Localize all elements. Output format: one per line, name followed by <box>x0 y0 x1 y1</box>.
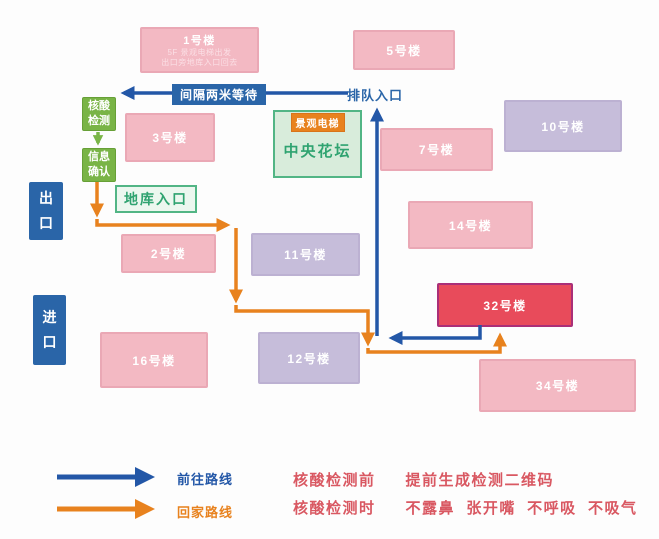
building-32-home: 32号楼 <box>437 283 573 327</box>
tip-during-test-action: 不露鼻 张开嘴 不呼吸 不吸气 <box>405 500 638 517</box>
going-route-segment-from-b32 <box>388 325 482 345</box>
building-5-label: 5号楼 <box>386 43 422 58</box>
entrance-gate: 进口 <box>33 295 66 365</box>
building-7: 7号楼 <box>380 128 493 171</box>
building-14: 14号楼 <box>408 201 533 249</box>
scenic-elevator-marker: 景观电梯 <box>290 113 345 132</box>
building-10: 10号楼 <box>504 100 622 152</box>
building-1-label: 1号楼 <box>183 34 216 47</box>
exit-gate: 出口 <box>29 182 63 240</box>
building-5: 5号楼 <box>353 30 455 70</box>
central-garden-label: 中央花坛 <box>283 142 352 160</box>
central-garden-area: 景观电梯 中央花坛 <box>273 110 362 178</box>
building-1-note-depart: 5F 景观电梯出发 <box>167 47 232 57</box>
building-2-label: 2号楼 <box>150 247 187 261</box>
building-11: 11号楼 <box>251 233 360 276</box>
entrance-gate-label: 进口 <box>42 308 57 350</box>
building-1: 1号楼 5F 景观电梯出发 出口旁地库入口回去 <box>140 27 259 73</box>
building-3: 3号楼 <box>125 113 215 162</box>
building-3-label: 3号楼 <box>152 131 188 145</box>
building-10-label: 10号楼 <box>541 119 585 134</box>
exit-gate-label: 出口 <box>39 189 53 231</box>
tip-during-test: 核酸检测时 不露鼻 张开嘴 不呼吸 不吸气 <box>293 497 638 518</box>
garage-entrance-label: 地库入口 <box>124 191 188 207</box>
tip-before-test-action: 提前生成检测二维码 <box>405 472 555 489</box>
building-16-label: 16号楼 <box>132 353 176 368</box>
wait-two-meters-label: 间隔两米等待 <box>179 88 258 102</box>
tip-before-test: 核酸检测前 提前生成检测二维码 <box>293 469 554 490</box>
queue-entrance-label: 排队入口 <box>347 88 404 103</box>
wait-two-meters-sign: 间隔两米等待 <box>172 84 266 105</box>
home-route-segment-2 <box>95 218 231 232</box>
building-34: 34号楼 <box>479 359 636 412</box>
building-32-label: 32号楼 <box>483 298 527 313</box>
home-route-segment-4 <box>234 305 375 347</box>
building-12: 12号楼 <box>258 332 360 384</box>
scenic-elevator-label: 景观电梯 <box>295 119 340 130</box>
legend-home-route-label: 回家路线 <box>177 505 234 520</box>
building-2: 2号楼 <box>121 234 216 273</box>
nucleic-test-label: 核酸检测 <box>88 100 110 127</box>
building-16: 16号楼 <box>100 332 208 388</box>
building-7-label: 7号楼 <box>418 143 455 157</box>
building-11-label: 11号楼 <box>284 248 327 262</box>
building-12-label: 12号楼 <box>287 351 331 366</box>
building-1-note-return: 出口旁地库入口回去 <box>161 58 238 67</box>
info-confirm-label: 信息确认 <box>88 151 110 178</box>
legend-going-route-label: 前往路线 <box>177 472 234 487</box>
building-14-label: 14号楼 <box>448 218 493 233</box>
nucleic-test-checkpoint: 核酸检测 <box>82 97 116 131</box>
tip-before-test-when: 核酸检测前 <box>293 472 376 489</box>
home-route-segment-5 <box>366 332 507 354</box>
tip-during-test-when: 核酸检测时 <box>293 500 376 517</box>
garage-entrance-marker: 地库入口 <box>115 185 197 213</box>
building-34-label: 34号楼 <box>535 379 580 393</box>
info-confirm-checkpoint: 信息确认 <box>82 148 116 182</box>
